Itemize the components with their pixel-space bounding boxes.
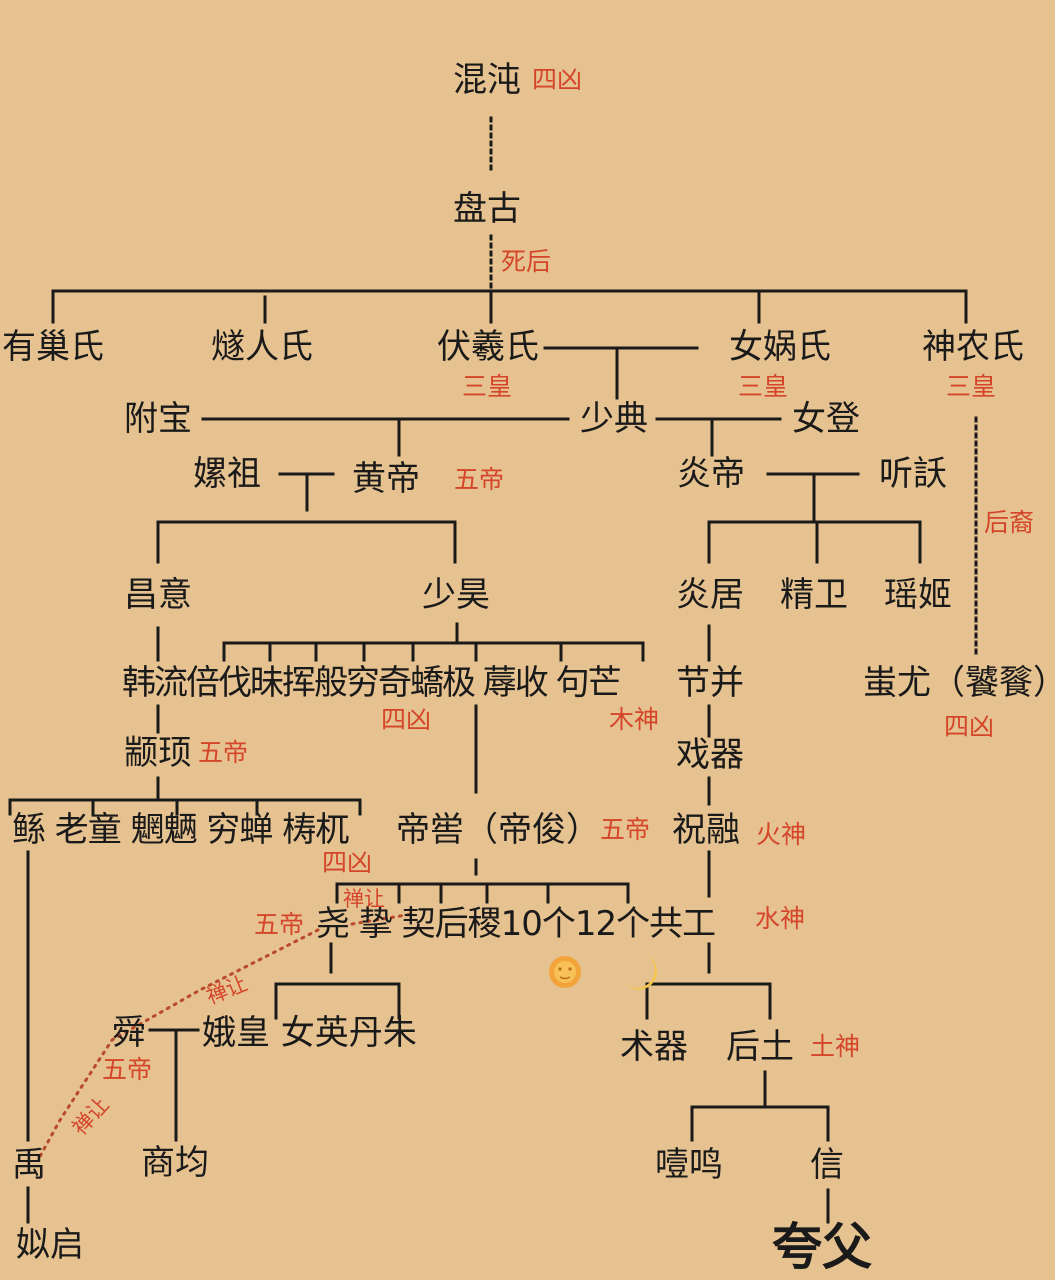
tag-shennong-sanhuang: 三皇 (946, 372, 997, 401)
tag-goumang-mushen: 木神 (609, 705, 660, 734)
node-zhuanxu: 颛顼 (124, 733, 192, 773)
node-hundun: 混沌 (453, 60, 521, 100)
tag-huangdi-wudi: 五帝 (454, 465, 505, 494)
node-kuafu: 夸父 (772, 1218, 872, 1276)
moon-icon (626, 956, 658, 990)
tag-descendant: 后裔 (984, 508, 1035, 537)
node-yanju: 炎居 (676, 575, 744, 615)
node-yandi: 炎帝 (677, 454, 745, 494)
node-nvdeng: 女登 (792, 399, 860, 439)
tag-taowu-sixiong: 四凶 (322, 848, 373, 877)
node-zhuanxu-children: 鲧 老童 魍魉 穷蝉 梼杌 (12, 810, 349, 850)
node-youchao: 有巢氏 (2, 327, 104, 367)
tag-diku-wudi: 五帝 (600, 815, 651, 844)
node-shaodian: 少典 (580, 399, 648, 439)
tag-chiyou-sixiong: 四凶 (944, 712, 995, 741)
tag-yao-chanrang: 禅让 (343, 887, 385, 911)
node-shun: 舜 (112, 1013, 146, 1053)
node-huangdi: 黄帝 (352, 459, 420, 499)
node-jingwei: 精卫 (780, 575, 848, 615)
node-diku: 帝喾（帝俊） (396, 810, 600, 850)
node-shaohao: 少昊 (422, 575, 490, 615)
node-jiebing: 节并 (676, 663, 744, 703)
node-siqi: 姒启 (16, 1225, 84, 1265)
node-shaohao-children: 韩流倍伐昧挥般穷奇蟜极 蓐收 句芒 (122, 663, 622, 703)
node-leizu: 嫘祖 (193, 454, 261, 494)
node-shennong: 神农氏 (922, 327, 1024, 367)
sun-icon (549, 956, 581, 988)
node-suiren: 燧人氏 (211, 327, 313, 367)
tag-shun-wudi: 五帝 (102, 1055, 153, 1084)
node-xin: 信 (810, 1145, 844, 1185)
node-pangu: 盘古 (453, 189, 521, 229)
node-zhurong: 祝融 (672, 810, 740, 850)
tag-zhuanxu-wudi: 五帝 (198, 738, 249, 767)
node-ku-children: 尧 挚 契后稷10个12个共工 (316, 904, 716, 944)
tag-gonggong-shuishen: 水神 (755, 904, 806, 933)
node-shangjun: 商均 (141, 1143, 209, 1183)
tag-pangu-sihou: 死后 (501, 247, 552, 276)
tag-nuwa-sanhuang: 三皇 (738, 372, 789, 401)
node-tingyao: 听訞 (879, 454, 947, 494)
node-ehuang-nvying-danzhu: 娥皇 女英丹朱 (202, 1013, 417, 1053)
node-houtu: 后土 (726, 1027, 794, 1067)
tag-qiongqi-sixiong: 四凶 (381, 705, 432, 734)
tag-houtu-tushen: 土神 (810, 1032, 861, 1061)
tag-fuxi-sanhuang: 三皇 (462, 372, 513, 401)
node-fuxi: 伏羲氏 (437, 327, 539, 367)
node-chiyou: 蚩尤（饕餮） (863, 663, 1055, 703)
tag-yao-wudi: 五帝 (254, 910, 305, 939)
node-shuqi: 术器 (620, 1027, 688, 1067)
node-nuwa: 女娲氏 (729, 327, 831, 367)
tag-zhurong-huoshen: 火神 (756, 820, 807, 849)
node-xiqi: 戏器 (676, 735, 744, 775)
node-yaoji: 瑶姬 (884, 575, 952, 615)
node-yu: 禹 (12, 1145, 46, 1185)
node-fubao: 附宝 (124, 399, 192, 439)
tag-hundun-sixiong: 四凶 (532, 65, 583, 94)
node-changyi: 昌意 (124, 575, 192, 615)
node-yiming: 噎鸣 (655, 1145, 723, 1185)
